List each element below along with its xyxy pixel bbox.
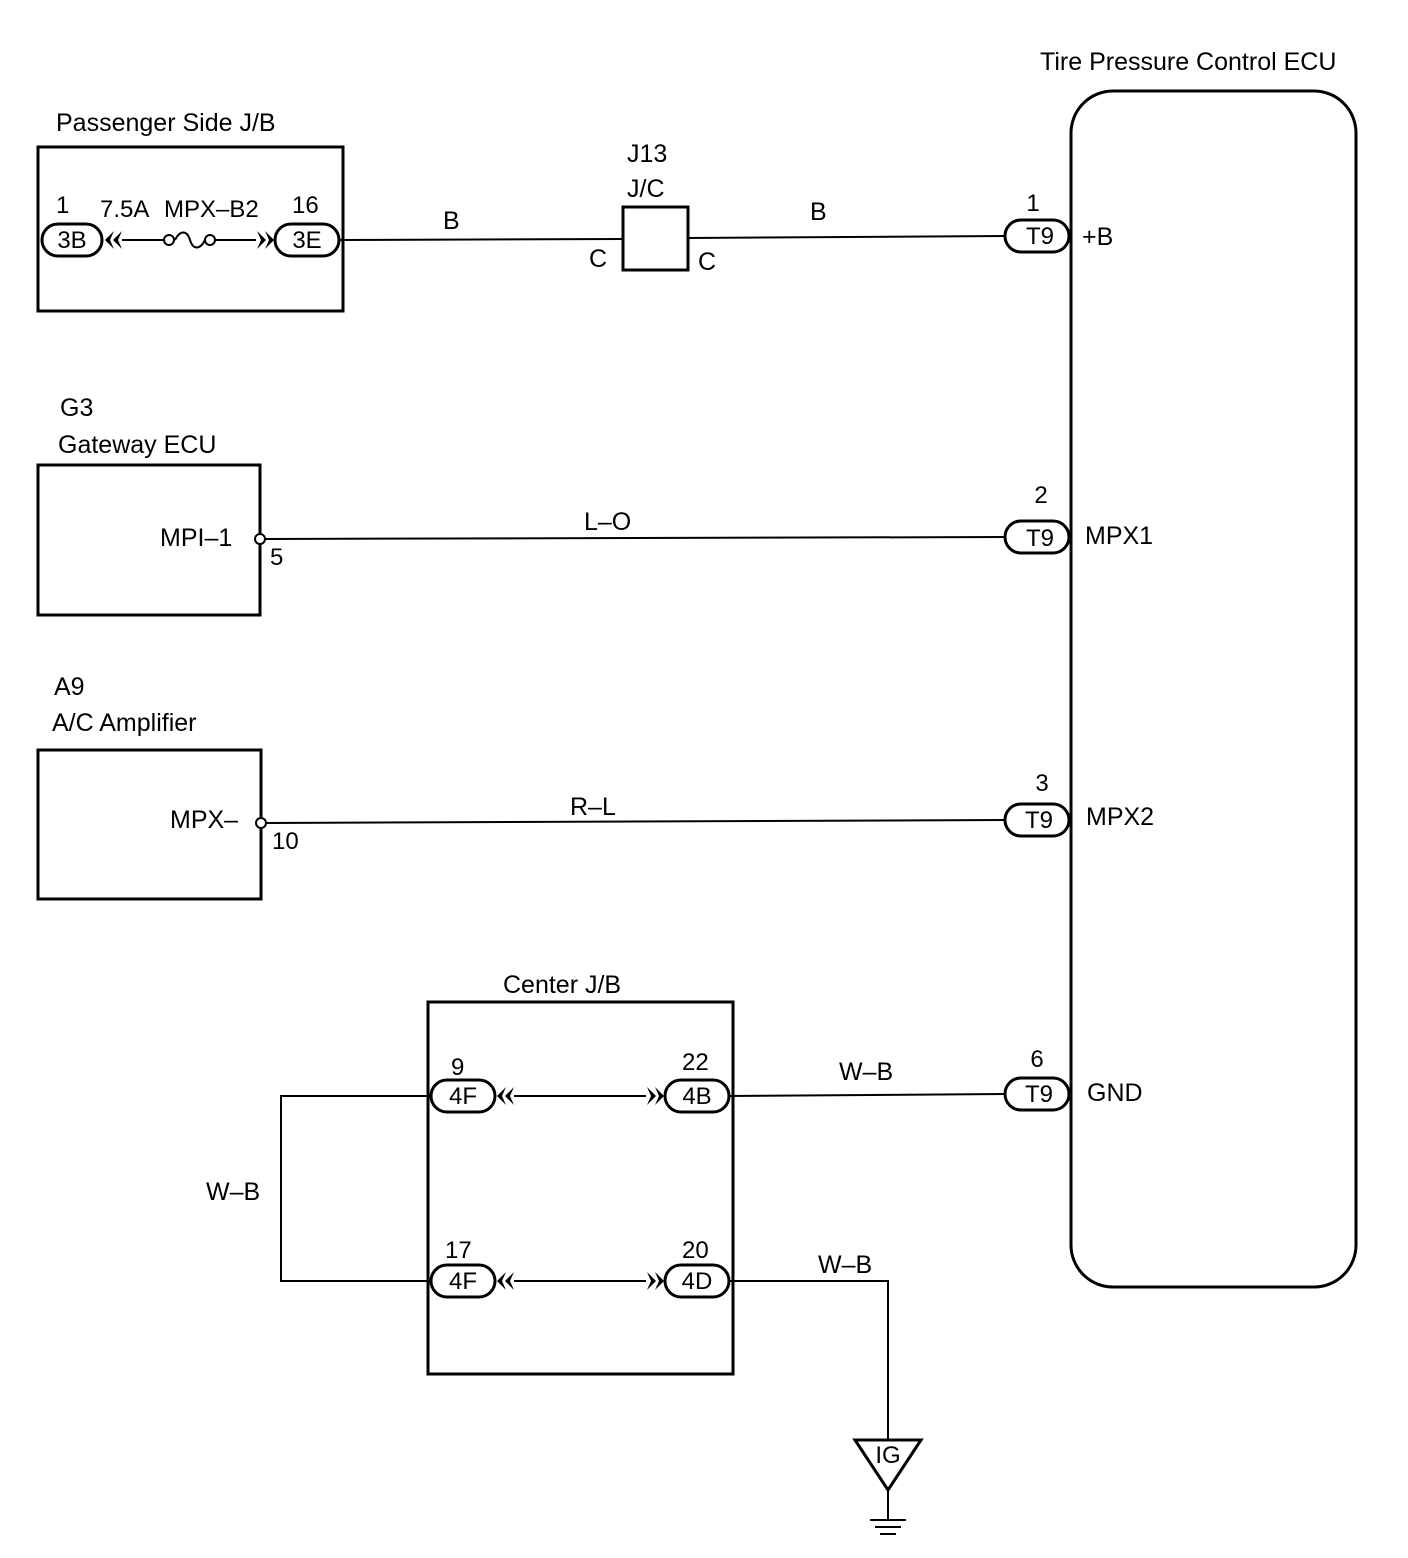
ecu-terminal-gnd: GND bbox=[1087, 1079, 1143, 1107]
connector-4b-code: 4B bbox=[682, 1083, 711, 1110]
wire-b-right bbox=[687, 235, 1006, 239]
connector-t9-pin6 bbox=[1003, 1076, 1071, 1112]
passenger-jb-title: Passenger Side J/B bbox=[56, 109, 276, 137]
wire-wb-ground-label: W–B bbox=[818, 1251, 872, 1279]
ecu-box bbox=[1069, 89, 1358, 1289]
terminal-chevron-icon bbox=[497, 1087, 514, 1105]
connector-t9-pin3 bbox=[1003, 802, 1071, 838]
terminal-chevron-icon bbox=[647, 1272, 664, 1290]
junction-connector-box bbox=[621, 205, 690, 272]
connector-4d-code: 4D bbox=[682, 1268, 713, 1295]
terminal-chevron-icon bbox=[497, 1272, 514, 1290]
wire-wb-ecu bbox=[728, 1093, 1006, 1097]
connector-t9-pin2-code: T9 bbox=[1026, 525, 1054, 552]
jc-id: J13 bbox=[627, 140, 667, 168]
wire-wb-loop-label: W–B bbox=[206, 1178, 260, 1206]
ac-amp-title: A/C Amplifier bbox=[52, 709, 196, 737]
ecu-terminal-plus-b: +B bbox=[1082, 223, 1113, 251]
fuse-name: MPX–B2 bbox=[164, 196, 259, 223]
cjb-pin-9: 9 bbox=[451, 1054, 464, 1081]
terminal-chevron-icon bbox=[257, 231, 274, 249]
gateway-terminal-dot bbox=[254, 533, 266, 545]
connector-t9-pin2 bbox=[1003, 519, 1071, 555]
connector-t9-pin3-code: T9 bbox=[1025, 807, 1053, 834]
gateway-title: Gateway ECU bbox=[58, 431, 216, 459]
wire-b-right-label: B bbox=[810, 198, 827, 226]
wire-wb-loop bbox=[280, 1095, 431, 1282]
ground-label: IG bbox=[875, 1442, 900, 1469]
ecu-pin-1-number: 1 bbox=[1026, 190, 1039, 217]
ground-point-icon bbox=[852, 1438, 924, 1493]
fuse-rating: 7.5A bbox=[100, 196, 149, 223]
ecu-pin-2-number: 2 bbox=[1034, 482, 1047, 509]
wire-rl bbox=[265, 819, 1006, 824]
ground-symbol-icon bbox=[870, 1519, 906, 1535]
passenger-jb-box bbox=[36, 145, 345, 313]
wire-wb-ground bbox=[729, 1280, 889, 1440]
center-jb-title: Center J/B bbox=[503, 971, 621, 999]
cjb-pin-22: 22 bbox=[682, 1049, 709, 1076]
ac-amp-terminal: MPX– bbox=[170, 806, 238, 834]
ecu-pin-6-number: 6 bbox=[1030, 1046, 1043, 1073]
ecu-terminal-mpx2: MPX2 bbox=[1086, 803, 1154, 831]
jc-name: J/C bbox=[627, 175, 665, 203]
wire-b-left bbox=[338, 238, 624, 241]
cjb-pin-17: 17 bbox=[445, 1237, 472, 1264]
wire-b-left-label: B bbox=[443, 207, 460, 235]
connector-3b bbox=[40, 222, 104, 258]
wire-wb-ecu-label: W–B bbox=[839, 1058, 893, 1086]
fuse-icon bbox=[174, 231, 206, 249]
connector-4f-upper-code: 4F bbox=[449, 1083, 477, 1110]
ecu-terminal-mpx1: MPX1 bbox=[1085, 522, 1153, 550]
connector-3e-code: 3E bbox=[292, 227, 321, 254]
connector-3b-code: 3B bbox=[57, 227, 86, 254]
terminal-chevron-icon bbox=[105, 231, 122, 249]
wire-rl-label: R–L bbox=[570, 793, 616, 821]
ac-amp-pin: 10 bbox=[272, 828, 299, 855]
ecu-title: Tire Pressure Control ECU bbox=[1040, 48, 1336, 76]
pjb-right-pin: 16 bbox=[292, 192, 319, 219]
center-jb-box bbox=[426, 1000, 735, 1376]
gateway-id: G3 bbox=[60, 394, 93, 422]
cjb-pin-20: 20 bbox=[682, 1237, 709, 1264]
connector-t9-pin6-code: T9 bbox=[1025, 1081, 1053, 1108]
gateway-pin: 5 bbox=[270, 544, 283, 571]
wire-lo-label: L–O bbox=[584, 508, 631, 536]
jc-right-pin: C bbox=[698, 248, 716, 276]
ac-amp-id: A9 bbox=[54, 673, 85, 701]
terminal-chevron-icon bbox=[647, 1087, 664, 1105]
ecu-pin-3-number: 3 bbox=[1035, 770, 1048, 797]
ac-amp-terminal-dot bbox=[255, 817, 267, 829]
jc-left-pin: C bbox=[589, 245, 607, 273]
pjb-left-pin: 1 bbox=[56, 192, 69, 219]
connector-t9-pin1 bbox=[1003, 218, 1071, 254]
fuse-terminal-right bbox=[204, 234, 216, 246]
gateway-terminal: MPI–1 bbox=[160, 524, 232, 552]
connector-t9-pin1-code: T9 bbox=[1026, 223, 1054, 250]
fuse-terminal-left bbox=[163, 234, 175, 246]
connector-4f-lower-code: 4F bbox=[449, 1268, 477, 1295]
wire-lo bbox=[264, 536, 1006, 540]
